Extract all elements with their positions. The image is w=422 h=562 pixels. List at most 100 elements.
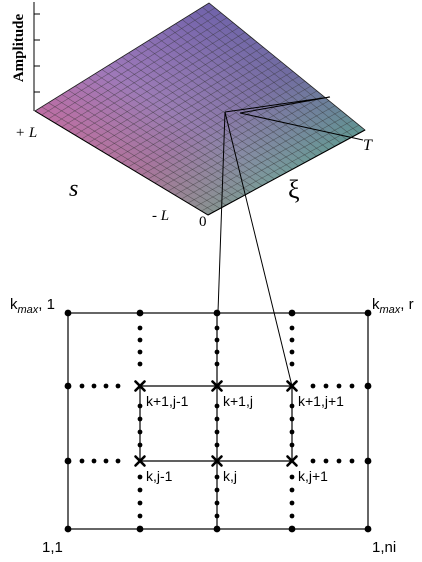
mesh-line	[141, 80, 306, 176]
grid-dot	[213, 309, 221, 317]
mesh-line	[121, 66, 288, 164]
mesh-line	[181, 110, 342, 200]
grid-dot	[214, 442, 220, 448]
grid-dot	[323, 383, 329, 389]
mesh-line	[201, 124, 360, 212]
node-label: k+1,j-1	[146, 393, 189, 409]
grid-dot	[364, 525, 372, 533]
grid-dot	[289, 474, 295, 480]
surface-mesh	[41, 6, 360, 212]
zoom-lines	[217, 96, 364, 387]
grid-dot	[137, 474, 143, 480]
surface-plot: Amplitude + L s - L 0 ξ T	[11, 2, 373, 230]
grid-dot	[214, 474, 220, 480]
stencil-node-cross	[286, 455, 298, 467]
xi-axis-max-tick: T	[363, 137, 373, 154]
mesh-line	[134, 76, 300, 172]
grid-dot	[136, 525, 144, 533]
grid-dot	[137, 337, 143, 343]
grid-dot	[289, 325, 295, 331]
grid-dot	[64, 309, 72, 317]
mesh-line	[195, 11, 354, 137]
grid-dot	[289, 429, 295, 435]
grid-dot	[289, 416, 295, 422]
grid-dot	[289, 500, 295, 506]
mesh-line	[128, 71, 294, 168]
grid-dot	[214, 361, 220, 367]
s-axis-min-tick: - L	[152, 208, 169, 224]
grid-dot	[64, 382, 72, 390]
mesh-line	[128, 52, 293, 170]
xi-axis-min-tick: 0	[199, 214, 207, 230]
mesh-line	[167, 100, 330, 192]
grid-dot	[91, 458, 97, 464]
grid-dot	[137, 325, 143, 331]
grid-dot	[289, 403, 295, 409]
mesh-line	[141, 44, 305, 163]
node-label: k+1,j+1	[298, 393, 344, 409]
grid-dot	[336, 458, 342, 464]
s-axis-label: s	[69, 176, 78, 202]
grid-dot	[137, 416, 143, 422]
grid-dot	[136, 309, 144, 317]
grid-dot	[214, 325, 220, 331]
stencil-node-cross	[134, 380, 146, 392]
mesh-line	[187, 115, 348, 204]
grid-dot	[214, 403, 220, 409]
grid-dot	[288, 525, 296, 533]
z-axis-ticks	[34, 13, 40, 93]
mesh-line	[182, 19, 342, 144]
node-label: k,j	[223, 468, 237, 484]
grid-dot	[214, 500, 220, 506]
mesh-line	[154, 90, 318, 184]
s-axis	[34, 110, 209, 216]
mesh-line	[155, 35, 317, 157]
grid-dot	[64, 457, 72, 465]
grid-dot	[137, 349, 143, 355]
stencil-node-cross	[286, 380, 298, 392]
grid-dot	[310, 383, 316, 389]
grid-dot	[214, 513, 220, 519]
grid-dot	[137, 513, 143, 519]
grid-dot	[137, 487, 143, 493]
grid-dot	[103, 458, 109, 464]
grid-dot	[214, 337, 220, 343]
grid-dot	[364, 457, 372, 465]
grid-dot	[364, 309, 372, 317]
corner-bottom-left-label: 1,1	[42, 539, 63, 556]
grid-dot	[336, 383, 342, 389]
mesh-line	[194, 119, 354, 208]
corner-top-left-label: kmax, 1	[10, 296, 55, 316]
xi-axis	[207, 129, 366, 216]
mesh-line	[174, 105, 336, 196]
mesh-line	[161, 31, 323, 154]
grid-dot	[214, 487, 220, 493]
grid-dot	[349, 458, 355, 464]
xi-axis-label: ξ	[288, 175, 300, 204]
grid-dot	[214, 429, 220, 435]
grid-dot	[289, 513, 295, 519]
mesh-line	[161, 95, 324, 188]
grid-dot	[289, 487, 295, 493]
grid-dot	[137, 500, 143, 506]
grid-dot	[289, 442, 295, 448]
stencil-nodes	[134, 380, 298, 467]
grid-dot	[64, 525, 72, 533]
grid-dot	[349, 383, 355, 389]
grid-dot	[214, 349, 220, 355]
mesh-line	[168, 27, 329, 150]
grid-dot	[115, 458, 121, 464]
node-label: k+1,j	[223, 393, 253, 409]
grid-dot	[289, 361, 295, 367]
mesh-line	[188, 15, 348, 141]
grid-dot	[289, 337, 295, 343]
z-axis-label: Amplitude	[11, 13, 27, 82]
mesh-line	[175, 23, 335, 147]
grid-dot	[115, 383, 121, 389]
grid-dot	[364, 382, 372, 390]
s-axis-max-tick: + L	[15, 125, 37, 141]
grid-dot	[137, 403, 143, 409]
grid-dot	[323, 458, 329, 464]
grid-dot	[137, 361, 143, 367]
